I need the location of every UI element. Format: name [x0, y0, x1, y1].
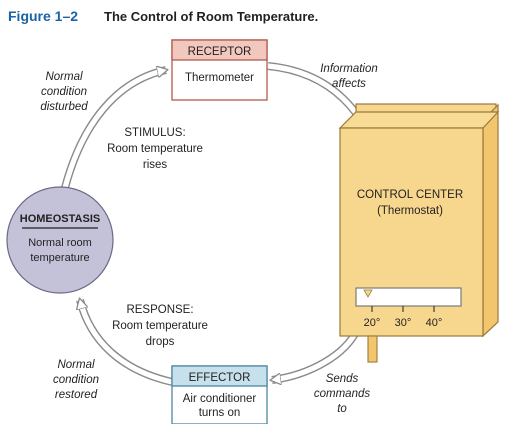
annotation-line: Normal [57, 359, 95, 371]
annotation-line: condition [53, 374, 99, 386]
effector-box: EFFECTOR Air conditioner turns on [171, 365, 268, 424]
annotation-line: affects [332, 78, 366, 90]
figure-title: The Control of Room Temperature. [104, 9, 318, 24]
dial-pointer-icon [363, 289, 373, 298]
arrow-effector-to-homeostasis [80, 300, 173, 386]
annotation-info-affects: Information affects [320, 63, 378, 90]
annotation-line: Information [320, 63, 378, 75]
annotation-line: commands [314, 388, 370, 400]
dial-tick-30: 30° [395, 317, 412, 329]
homeostasis-circle: HOMEOSTASIS Normal room temperature [6, 186, 114, 294]
stimulus-line-3: rises [143, 159, 168, 171]
thermostat-control-center: CONTROL CENTER (Thermostat) 20° 30° 40° [338, 103, 500, 363]
control-center-label-line-1: CONTROL CENTER [357, 189, 463, 201]
receptor-body: Thermometer [185, 72, 254, 84]
annotation-line: Sends [326, 373, 359, 385]
dial-tick-40: 40° [426, 317, 443, 329]
stimulus-line-2: Room temperature [107, 143, 203, 155]
effector-body-line-2: turns on [199, 407, 241, 419]
annotation-normal-disturbed: Normal condition disturbed [40, 71, 88, 113]
homeostasis-body-line-2: temperature [30, 252, 89, 264]
homeostasis-title: HOMEOSTASIS [20, 213, 100, 225]
annotation-line: disturbed [40, 101, 88, 113]
dial-tick-20: 20° [364, 317, 381, 329]
arrow-control-center-to-effector [272, 328, 361, 380]
arrow-homeostasis-to-receptor [58, 70, 166, 201]
response-line-1: RESPONSE: [126, 304, 193, 316]
annotation-line: Normal [45, 71, 83, 83]
effector-body-line-1: Air conditioner [183, 393, 257, 405]
receptor-header: RECEPTOR [188, 46, 252, 58]
response-label: RESPONSE: Room temperature drops [112, 304, 208, 348]
receptor-box: RECEPTOR Thermometer [171, 39, 268, 101]
control-center-label-line-2: (Thermostat) [377, 205, 443, 217]
thermostat-dial-window [355, 287, 462, 307]
response-line-3: drops [146, 336, 175, 348]
annotation-line: to [337, 403, 347, 415]
effector-header: EFFECTOR [189, 372, 251, 384]
annotation-line: condition [41, 86, 87, 98]
loop-arrows [58, 62, 385, 386]
response-line-2: Room temperature [112, 320, 208, 332]
figure-number: Figure 1–2 [8, 8, 78, 24]
stimulus-line-1: STIMULUS: [124, 127, 185, 139]
annotation-normal-restored: Normal condition restored [53, 359, 99, 401]
homeostasis-body-line-1: Normal room [28, 237, 92, 249]
annotation-sends-commands: Sends commands to [314, 373, 370, 415]
annotation-line: restored [55, 389, 98, 401]
stimulus-label: STIMULUS: Room temperature rises [107, 127, 203, 171]
